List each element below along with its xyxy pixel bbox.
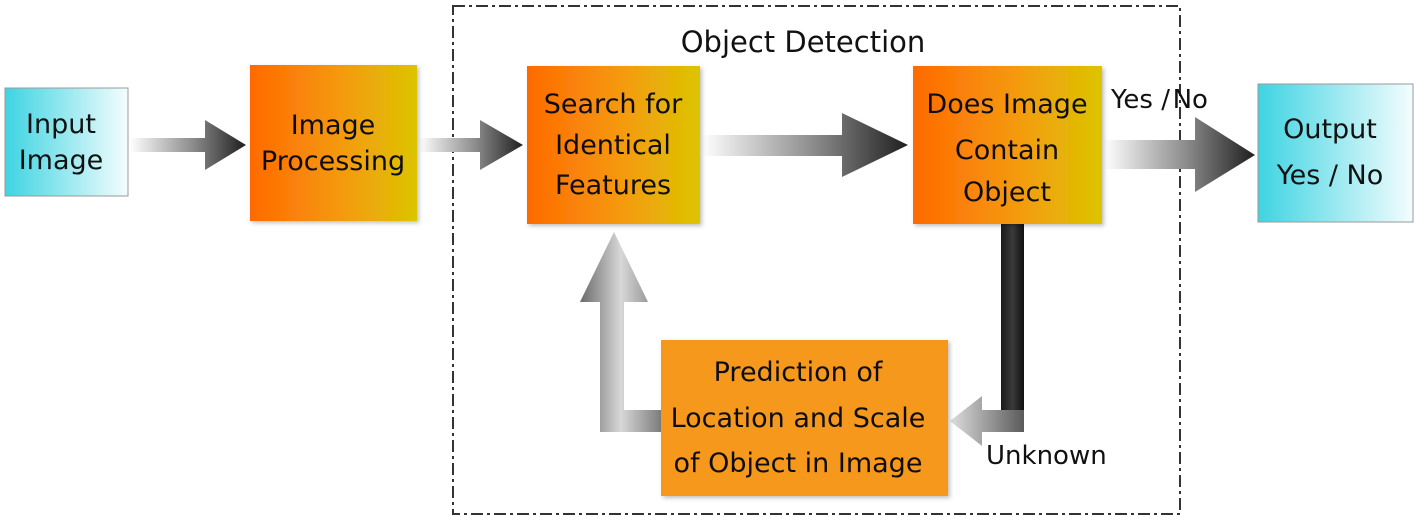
node-image-processing-line2: Processing — [261, 146, 405, 177]
edge-label-yes-no: Yes / No — [1110, 85, 1208, 115]
node-contains-line2: Contain — [955, 135, 1059, 166]
object-detection-group-border — [452, 5, 1181, 515]
node-prediction-line3: of Object in Image — [674, 448, 923, 479]
node-search-line2: Identical — [555, 130, 671, 161]
node-prediction-location-scale: Prediction of Location and Scale of Obje… — [661, 340, 948, 496]
node-output-yes-no: Output Yes / No — [1257, 83, 1414, 223]
node-input-image-line1: Input — [26, 109, 96, 140]
arrow-input-to-processing — [130, 120, 246, 170]
node-prediction-line1: Prediction of — [714, 357, 884, 388]
edge-label-unknown: Unknown — [986, 441, 1107, 471]
node-input-image-line2: Image — [19, 145, 104, 176]
node-image-processing-line1: Image — [291, 110, 376, 141]
node-search-identical-features: Search for Identical Features — [527, 66, 700, 224]
node-image-processing: Image Processing — [250, 65, 417, 221]
object-detection-group-title: Object Detection — [681, 25, 926, 59]
node-contains-line3: Object — [963, 177, 1051, 208]
arrow-search-to-contains — [702, 113, 908, 177]
node-does-image-contain-object: Does Image Contain Object — [913, 66, 1102, 224]
node-output-line1: Output — [1283, 114, 1377, 145]
node-prediction-line2: Location and Scale — [671, 403, 926, 434]
arrow-contains-to-output — [1104, 117, 1255, 192]
arrow-prediction-to-search — [580, 232, 662, 432]
arrow-contains-to-prediction-head — [950, 396, 1024, 446]
node-contains-line1: Does Image — [926, 89, 1087, 120]
arrow-contains-to-prediction-vertical — [1001, 224, 1024, 432]
node-output-line2: Yes / No — [1276, 160, 1384, 191]
arrow-processing-to-search — [419, 120, 523, 170]
node-input-image: Input Image — [4, 87, 129, 197]
node-search-line1: Search for — [544, 89, 683, 120]
node-search-line3: Features — [555, 170, 671, 201]
